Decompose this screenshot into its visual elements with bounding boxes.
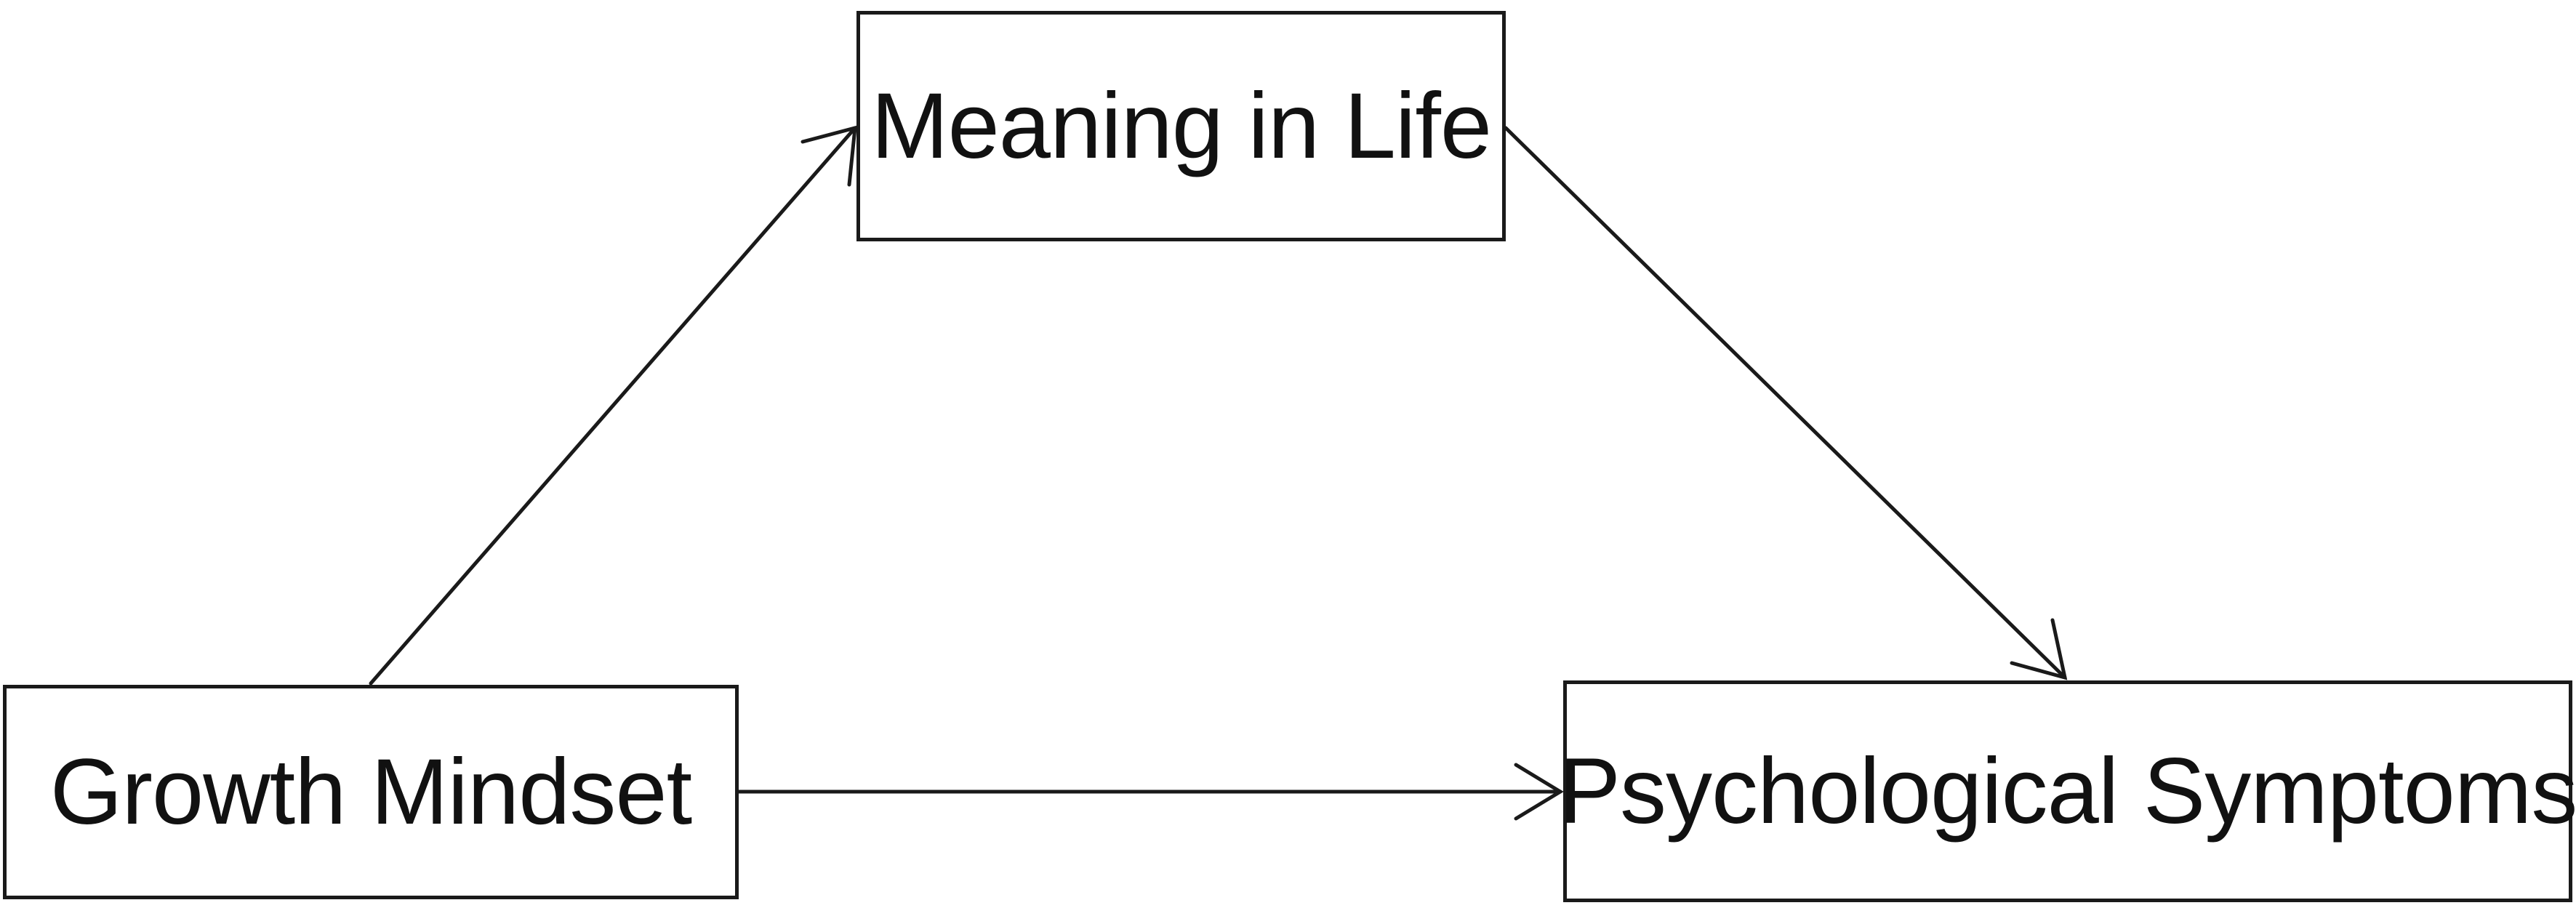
node-growth-mindset: Growth Mindset bbox=[3, 685, 739, 899]
arrow-meaning-to-symptoms bbox=[1504, 126, 2068, 680]
arrow-growth-to-meaning bbox=[369, 125, 857, 686]
node-meaning-in-life: Meaning in Life bbox=[856, 11, 1506, 241]
arrow-growth-to-symptoms bbox=[737, 763, 1564, 821]
node-label-growth-mindset: Growth Mindset bbox=[49, 740, 692, 844]
node-label-psychological-symptoms: Psychological Symptoms bbox=[1558, 739, 2576, 843]
node-psychological-symptoms: Psychological Symptoms bbox=[1559, 680, 2576, 902]
node-label-meaning-in-life: Meaning in Life bbox=[870, 74, 1492, 178]
